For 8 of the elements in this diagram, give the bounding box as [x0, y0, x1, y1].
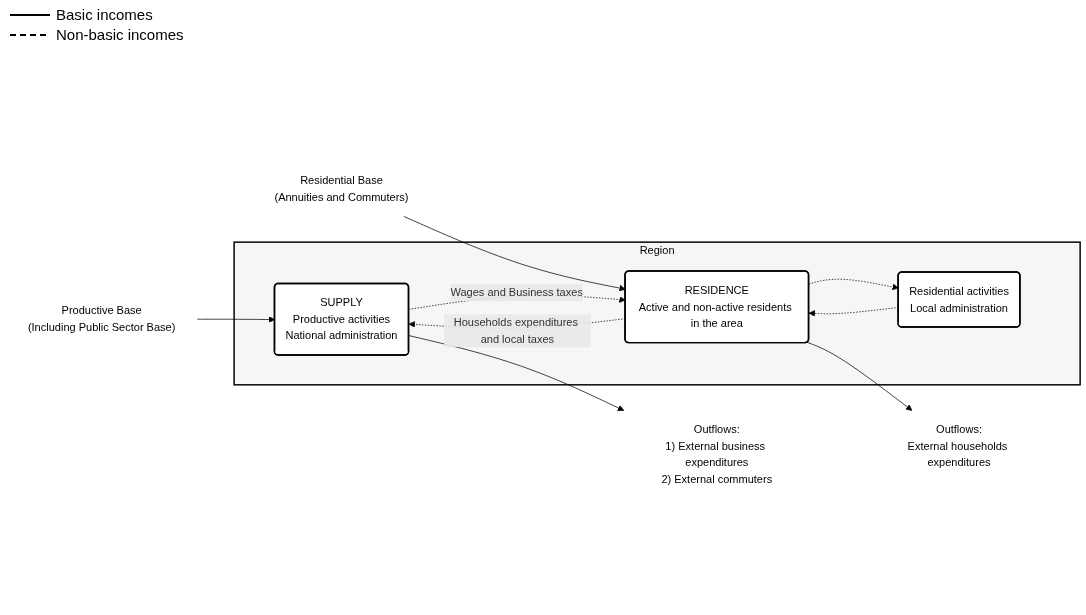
node-text: Productive Base (Including Public Sector Base) — [27, 304, 176, 334]
edge-label: Households expenditures and local taxes — [453, 315, 578, 345]
legend-text: Non-basic incomes — [56, 26, 184, 43]
node-text: Residential Base (Annuities and Commuters) — [274, 173, 409, 203]
legend-text: Basic incomes — [56, 6, 153, 23]
node-text: Outflows: 1) External business expenditures 2) External commuters — [661, 422, 773, 486]
edge-label: Wages and Business taxes — [450, 285, 583, 299]
node-text: Outflows: External households expenditures — [907, 422, 1008, 469]
